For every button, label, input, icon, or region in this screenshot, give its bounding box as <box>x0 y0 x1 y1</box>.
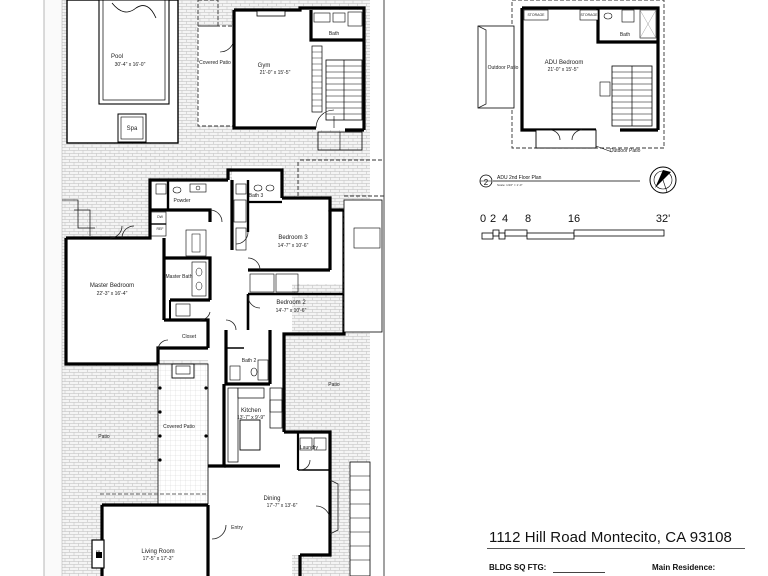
drawing-scale-text: Scale: 1/16" = 1'-0" <box>497 183 522 187</box>
dishwasher-label: DW <box>157 215 164 219</box>
scale-bar <box>481 229 665 240</box>
adu-outdoor-patio-left-label: Outdoor Patio <box>488 65 519 71</box>
pool-dimensions: 30'-4" x 16'-0" <box>115 62 146 68</box>
main-house-walls <box>64 168 346 576</box>
dining-label: Dining <box>263 496 280 502</box>
adu-floor-plan: STORAGE STORAGE <box>477 0 665 153</box>
kitchen-label: Kitchen <box>241 408 261 414</box>
master-bedroom-label: Master Bedroom <box>90 283 134 289</box>
gym-building <box>197 0 366 151</box>
covered-patio-mid <box>100 363 209 505</box>
bldg-sq-ftg-line <box>553 572 605 573</box>
main-house-fixtures <box>91 183 355 569</box>
adu-bedroom-label: ADU Bedroom <box>545 60 584 66</box>
entry-label: Entry <box>231 525 243 531</box>
covered-patio-mid-label: Covered Patio <box>163 424 195 430</box>
drawing-title <box>479 174 640 188</box>
spa-label: Spa <box>127 126 138 132</box>
living-room-dimensions: 17'-5" x 17'-3" <box>143 556 174 562</box>
bedroom2-dimensions: 14'-7" x 10'-6" <box>276 308 307 314</box>
bedroom2-label: Bedroom 2 <box>276 300 306 306</box>
gym-bath-label: Bath <box>329 31 340 37</box>
bath3-label: Bath 3 <box>249 193 264 199</box>
covered-patio-top-label: Covered Patio <box>199 60 231 66</box>
address-underline <box>487 548 745 549</box>
adu-bedroom-dimensions: 21'-0" x 15'-5" <box>548 67 579 73</box>
adu-closet-right-text: STORAGE <box>580 13 598 17</box>
pool-label: Pool <box>111 54 123 60</box>
scale-tick-4: 4 <box>502 213 508 225</box>
scale-tick-2: 2 <box>490 213 496 225</box>
drawing-number: 2 <box>484 178 489 187</box>
refrigerator-label: REF <box>157 227 164 231</box>
laundry-label: Laundry <box>300 445 319 451</box>
bldg-sq-ftg-label: BLDG SQ FTG: <box>489 563 547 572</box>
master-bedroom-dimensions: 22'-3" x 16'-4" <box>97 291 128 297</box>
north-arrow-icon <box>649 166 677 194</box>
patio-right-label: Patio <box>328 382 340 388</box>
master-bath-label: Master Bath <box>166 274 193 280</box>
adu-closet-left-text: STORAGE <box>527 13 545 17</box>
dining-dimensions: 17'-7" x 13'-6" <box>267 503 298 509</box>
pool <box>66 0 179 144</box>
scale-tick-16: 16 <box>568 213 580 225</box>
main-residence-label: Main Residence: <box>652 563 716 572</box>
fireplace-label: FP <box>96 550 101 554</box>
gym-label: Gym <box>258 63 271 69</box>
scale-tick-0: 0 <box>480 213 486 225</box>
scale-tick-8: 8 <box>525 213 531 225</box>
adu-bath-label: Bath <box>620 32 631 38</box>
property-address: 1112 Hill Road Montecito, CA 93108 <box>489 529 732 546</box>
patio-left-label: Patio <box>98 434 110 440</box>
east-patios <box>297 159 384 576</box>
drawing-title-text: ADU 2nd Floor Plan <box>497 175 542 181</box>
kitchen-dimensions: 13'-7" x 9'-9" <box>237 415 265 421</box>
adu-outdoor-patio-bottom-label: Outdoor Patio <box>610 148 641 154</box>
living-room-label: Living Room <box>141 549 174 555</box>
bedroom3-dimensions: 14'-7" x 10'-6" <box>278 243 309 249</box>
scale-tick-32: 32' <box>656 213 670 225</box>
bath2-label: Bath 2 <box>242 358 257 364</box>
gym-dimensions: 21'-0" x 15'-5" <box>260 70 291 76</box>
powder-label: Powder <box>174 198 191 204</box>
closet-label: Closet <box>182 334 197 340</box>
bedroom3-label: Bedroom 3 <box>278 235 308 241</box>
